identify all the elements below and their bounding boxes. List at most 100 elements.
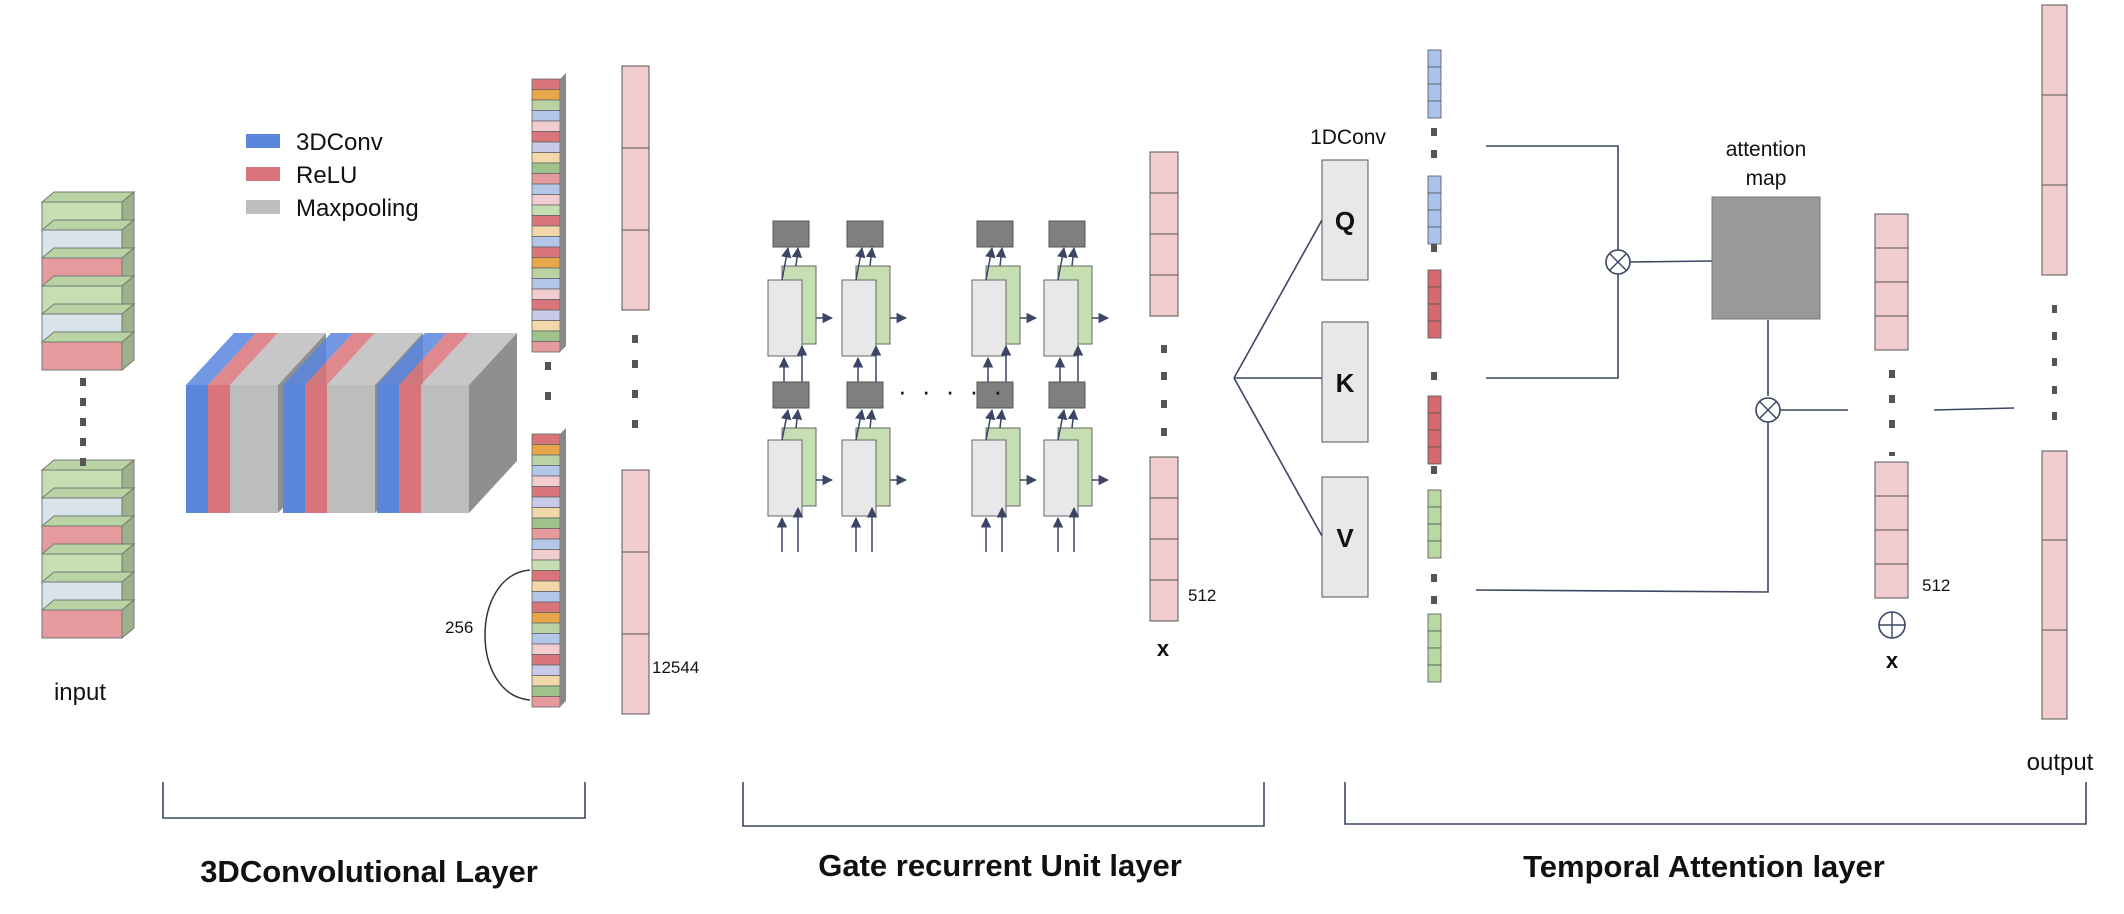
legend-swatch-pool bbox=[246, 200, 280, 214]
gru-hidden-cell bbox=[772, 381, 810, 409]
q-vector-cell bbox=[1427, 192, 1442, 211]
feature-cell bbox=[531, 454, 561, 466]
k-label: K bbox=[1336, 368, 1355, 398]
feature-cell bbox=[531, 141, 561, 153]
feature-cell bbox=[531, 162, 561, 174]
feature-cell bbox=[531, 486, 561, 498]
input-frame-stack bbox=[40, 190, 136, 640]
qkv-ellipsis-dot bbox=[1431, 128, 1437, 136]
x-att-label: x bbox=[1886, 648, 1899, 673]
q-label: Q bbox=[1335, 206, 1355, 236]
feature-cell bbox=[531, 517, 561, 529]
gru-arrow bbox=[781, 246, 792, 281]
input-slab-top bbox=[40, 275, 136, 287]
section-title-gru: Gate recurrent Unit layer bbox=[818, 848, 1182, 883]
gru-cell-light bbox=[841, 439, 877, 517]
feature-cell bbox=[531, 309, 561, 321]
gru-ellipsis: · · · · · bbox=[898, 376, 1006, 406]
feature-cell bbox=[531, 643, 561, 655]
feature-cell bbox=[531, 465, 561, 477]
k-vector-cell bbox=[1427, 320, 1442, 339]
input-slab-side bbox=[121, 598, 135, 640]
feature-cell bbox=[531, 99, 561, 111]
input-slab-top bbox=[40, 191, 136, 203]
feature-cell bbox=[531, 120, 561, 132]
gru-arrow bbox=[1067, 246, 1079, 267]
q-vector-cell bbox=[1427, 209, 1442, 228]
gru-output-cell bbox=[1048, 220, 1086, 248]
gru-hidden-cell bbox=[976, 381, 1014, 409]
conv-layer-face bbox=[230, 385, 278, 513]
feature-column-top bbox=[531, 73, 566, 353]
feature-cell bbox=[531, 444, 561, 456]
gru-output-cell bbox=[976, 220, 1014, 248]
v-label: V bbox=[1336, 523, 1354, 553]
gru-arrow bbox=[865, 408, 877, 429]
feature-cell bbox=[531, 549, 561, 561]
legend-swatch-conv bbox=[246, 134, 280, 148]
gru-cell-light bbox=[971, 279, 1007, 357]
output-vector bbox=[2041, 4, 2068, 720]
feature-cell bbox=[531, 89, 561, 101]
conv-layer-face bbox=[305, 385, 327, 513]
gru-arrow bbox=[1067, 408, 1079, 429]
k-vector-cell bbox=[1427, 269, 1442, 288]
conv-layer-top bbox=[305, 333, 375, 385]
conv-layer-face bbox=[186, 385, 208, 513]
conv-layer-face bbox=[377, 385, 399, 513]
conv-layer-top bbox=[399, 333, 469, 385]
feature-column-side bbox=[560, 428, 566, 707]
dim-12544-label: 12544 bbox=[652, 658, 699, 677]
input-slab bbox=[41, 341, 123, 371]
section-brackets bbox=[162, 782, 2087, 827]
feature-cell bbox=[531, 633, 561, 645]
output-label: output bbox=[2027, 749, 2094, 776]
gru-cell-light bbox=[971, 439, 1007, 517]
q-vector-cell bbox=[1427, 226, 1442, 245]
k-vector-cell bbox=[1427, 429, 1442, 448]
feature-cell bbox=[531, 570, 561, 582]
feature-cell bbox=[531, 246, 561, 258]
v-vector-cell bbox=[1427, 540, 1442, 559]
x-gru-label: x bbox=[1157, 636, 1170, 661]
feature-cell bbox=[531, 696, 561, 708]
feature-column-side bbox=[560, 73, 566, 352]
gru-cells bbox=[767, 220, 1110, 552]
gru-cell-light bbox=[841, 279, 877, 357]
attention-map-label-line2: map bbox=[1746, 167, 1787, 190]
v-vector-cell bbox=[1427, 630, 1442, 649]
input-slab-top bbox=[40, 247, 136, 259]
feature-cell bbox=[531, 475, 561, 487]
feature-cell bbox=[531, 675, 561, 687]
gru-arrow bbox=[780, 408, 792, 441]
conv-block-side bbox=[469, 333, 517, 513]
feature-cell bbox=[531, 654, 561, 666]
gru-arrow bbox=[865, 246, 877, 267]
legend-label-pool: Maxpooling bbox=[296, 195, 419, 222]
qkv-fanout-lines bbox=[1233, 219, 1323, 537]
feature-cell bbox=[531, 152, 561, 164]
section-title-conv: 3DConvolutional Layer bbox=[200, 854, 538, 889]
k-box: K bbox=[1321, 321, 1369, 443]
input-slab-top bbox=[40, 219, 136, 231]
section-title-attention: Temporal Attention layer bbox=[1523, 849, 1885, 884]
gru-arrow bbox=[854, 408, 866, 441]
feature-column-bottom bbox=[531, 428, 566, 708]
v-vector-cell bbox=[1427, 523, 1442, 542]
attention-map-label-line1: attention bbox=[1726, 138, 1807, 161]
input-slab-top bbox=[40, 543, 136, 555]
feature-cell bbox=[531, 341, 561, 353]
feature-cell bbox=[531, 496, 561, 508]
feature-cell bbox=[531, 622, 561, 634]
feature-cell bbox=[531, 538, 561, 550]
input-slab-top bbox=[40, 515, 136, 527]
feature-cell bbox=[531, 580, 561, 592]
gru-arrow bbox=[1056, 408, 1068, 441]
input-slab-side bbox=[121, 330, 135, 372]
gru-arrow bbox=[995, 246, 1007, 267]
gru-arrow bbox=[1057, 246, 1068, 281]
qkv-ellipsis-dot bbox=[1431, 150, 1437, 158]
feature-cell bbox=[531, 236, 561, 248]
q-vector-cell bbox=[1427, 100, 1442, 119]
